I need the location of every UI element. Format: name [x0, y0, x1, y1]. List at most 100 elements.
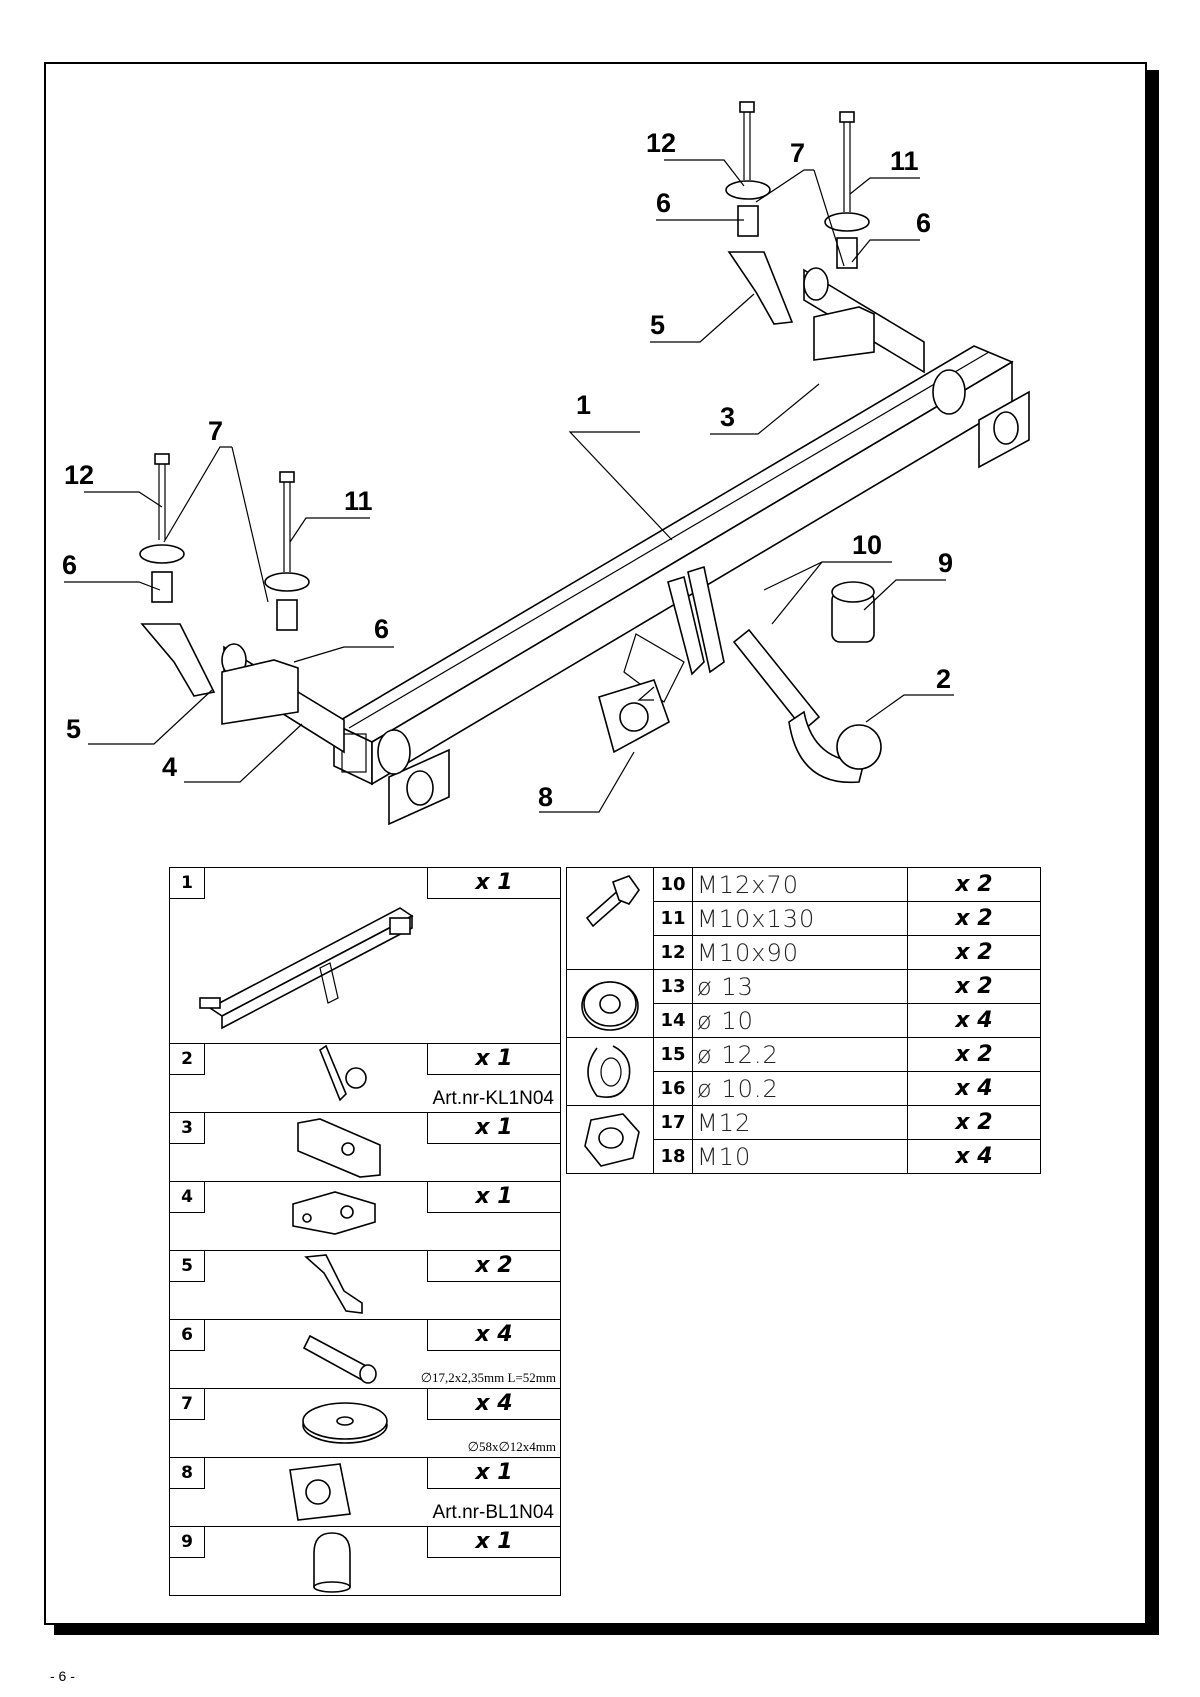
part-number: 6 — [170, 1320, 205, 1351]
part-quantity: x 1 — [427, 1044, 560, 1075]
part-row-5: 5 x 2 — [170, 1251, 560, 1319]
callout-7-left: 7 — [208, 416, 223, 446]
callout-11-left: 11 — [344, 486, 373, 516]
part-spec: ø 13 — [692, 969, 908, 1004]
part-quantity: x 2 — [907, 1105, 1041, 1140]
part-row-6: 6 x 4 ∅17,2x2,35mm L=52mm — [170, 1320, 560, 1388]
part-quantity: x 1 — [427, 868, 560, 899]
part-quantity: x 4 — [907, 1139, 1041, 1174]
part-number: 5 — [170, 1251, 205, 1282]
right-mounting-hardware — [725, 101, 875, 361]
part-number: 3 — [170, 1113, 205, 1144]
callout-7-right: 7 — [790, 138, 805, 168]
parts-table-right: 10 M12x70 x 2 11 M10x130 x 2 12 M10x90 x… — [566, 867, 1041, 1174]
hex-nut-icon-cell — [566, 1105, 654, 1174]
part-quantity: x 2 — [907, 969, 1041, 1004]
page-number: - 6 - — [50, 1668, 75, 1684]
bolt-icon — [585, 875, 640, 928]
bracket-4-icon — [292, 1191, 376, 1235]
flat-washer-icon-cell — [566, 969, 654, 1038]
part-spec: M10x90 — [692, 935, 908, 970]
part-quantity: x 1 — [427, 1527, 560, 1558]
part-row-4: 4 x 1 — [170, 1182, 560, 1250]
part-dimensions: ∅17,2x2,35mm L=52mm — [420, 1370, 556, 1385]
part-number: 10 — [653, 867, 693, 902]
hex-nut-icon — [584, 1113, 640, 1167]
callout-8: 8 — [538, 782, 553, 812]
part-spec: M12 — [692, 1105, 908, 1140]
part-row-1: 1 x 1 — [170, 868, 560, 1043]
callout-6-right: 6 — [916, 208, 931, 238]
callout-6-center: 6 — [374, 614, 389, 644]
callout-6-left: 6 — [62, 550, 77, 580]
bracket-5-icon — [304, 1254, 363, 1314]
part-quantity: x 1 — [427, 1458, 560, 1489]
part-row-3: 3 x 1 — [170, 1113, 560, 1181]
part-number: 8 — [170, 1458, 205, 1489]
parts-table-left: 1 x 1 2 x 1 Art.nr-KL1N04 3 x 1 4 x 1 — [169, 867, 561, 1596]
callout-12-left: 12 — [64, 460, 94, 490]
ball-cover-part-9 — [831, 581, 875, 643]
callout-6-right-top: 6 — [656, 188, 671, 218]
part-dimensions: ∅58x∅12x4mm — [467, 1439, 556, 1454]
callout-9: 9 — [938, 548, 953, 578]
callout-5-left: 5 — [66, 714, 81, 744]
exploded-assembly-drawing: 1 2 3 4 5 5 6 6 6 6 7 7 8 9 10 11 11 12 … — [62, 101, 1030, 826]
part-row-8: 8 x 1 Art.nr-BL1N04 — [170, 1458, 560, 1526]
callout-2: 2 — [936, 664, 951, 694]
callout-1: 1 — [576, 390, 591, 420]
ball-cover-icon — [313, 1532, 351, 1593]
part-quantity: x 2 — [907, 867, 1041, 902]
part-quantity: x 2 — [907, 901, 1041, 936]
crossbar-icon — [199, 907, 414, 1030]
part-spec: ø 10.2 — [692, 1071, 908, 1106]
flat-washer-icon — [581, 981, 639, 1031]
callout-4: 4 — [162, 752, 177, 782]
leader-lines — [64, 159, 954, 813]
part-number: 12 — [653, 935, 693, 970]
part-number: 2 — [170, 1044, 205, 1075]
part-number: 17 — [653, 1105, 693, 1140]
part-spec: ø 12.2 — [692, 1037, 908, 1072]
spring-washer-icon — [587, 1045, 631, 1098]
bracket-3-icon — [297, 1118, 381, 1178]
towball-icon — [319, 1044, 367, 1102]
spring-washer-icon-cell — [566, 1037, 654, 1106]
callout-12-right: 12 — [646, 128, 676, 158]
part-number: 14 — [653, 1003, 693, 1038]
spacer-tube-icon — [302, 1334, 377, 1384]
part-number: 18 — [653, 1139, 693, 1174]
callout-11-right: 11 — [890, 146, 919, 176]
socket-plate-part-8 — [598, 679, 670, 754]
towball-part-2 — [732, 628, 882, 784]
callout-5-right: 5 — [650, 310, 665, 340]
washer-plate-icon — [302, 1402, 388, 1444]
callout-3: 3 — [720, 402, 735, 432]
part-quantity: x 4 — [907, 1071, 1041, 1106]
crossbar-part-1 — [221, 267, 1030, 826]
part-number: 16 — [653, 1071, 693, 1106]
part-row-9: 9 x 1 — [170, 1527, 560, 1595]
part-number: 13 — [653, 969, 693, 1004]
left-mounting-hardware — [139, 453, 310, 725]
part-spec: M10x130 — [692, 901, 908, 936]
article-number: Art.nr-KL1N04 — [432, 1088, 554, 1109]
part-quantity: x 1 — [427, 1113, 560, 1144]
socket-plate-icon — [289, 1463, 351, 1521]
part-spec: M12x70 — [692, 867, 908, 902]
part-row-7: 7 x 4 ∅58x∅12x4mm — [170, 1389, 560, 1457]
bolt-icon-cell — [566, 867, 654, 970]
part-spec: M10 — [692, 1139, 908, 1174]
part-quantity: x 4 — [427, 1389, 560, 1420]
part-number: 7 — [170, 1389, 205, 1420]
part-spec: ø 10 — [692, 1003, 908, 1038]
article-number: Art.nr-BL1N04 — [432, 1502, 554, 1523]
part-quantity: x 4 — [427, 1320, 560, 1351]
part-number: 1 — [170, 868, 205, 899]
part-number: 15 — [653, 1037, 693, 1072]
callout-10: 10 — [852, 530, 882, 560]
part-quantity: x 2 — [427, 1251, 560, 1282]
part-quantity: x 1 — [427, 1182, 560, 1213]
part-row-2: 2 x 1 Art.nr-KL1N04 — [170, 1044, 560, 1112]
part-number: 4 — [170, 1182, 205, 1213]
